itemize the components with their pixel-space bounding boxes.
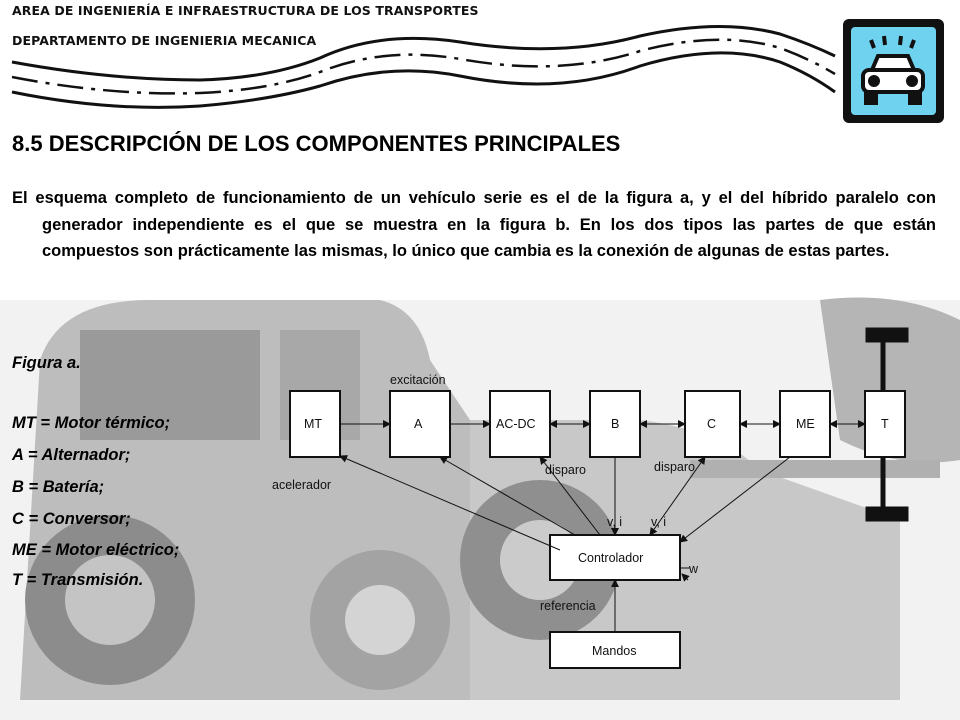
label-a: A bbox=[414, 417, 423, 431]
label-b: B bbox=[611, 417, 619, 431]
label-acdc: AC-DC bbox=[496, 417, 536, 431]
label-w: w bbox=[688, 562, 699, 576]
label-mandos: Mandos bbox=[592, 644, 636, 658]
label-vi-1: v, i bbox=[607, 515, 622, 529]
label-acelerador: acelerador bbox=[272, 478, 331, 492]
link-ctrl-mt bbox=[340, 456, 560, 550]
label-t: T bbox=[881, 417, 889, 431]
link-w bbox=[682, 574, 688, 580]
label-referencia: referencia bbox=[540, 599, 596, 613]
label-c: C bbox=[707, 417, 716, 431]
label-excitacion: excitación bbox=[390, 373, 446, 387]
label-me: ME bbox=[796, 417, 815, 431]
label-vi-2: v, i bbox=[651, 515, 666, 529]
label-disparo-1: disparo bbox=[545, 463, 586, 477]
label-disparo-2: disparo bbox=[654, 460, 695, 474]
label-mt: MT bbox=[304, 417, 322, 431]
label-controlador: Controlador bbox=[578, 551, 643, 565]
